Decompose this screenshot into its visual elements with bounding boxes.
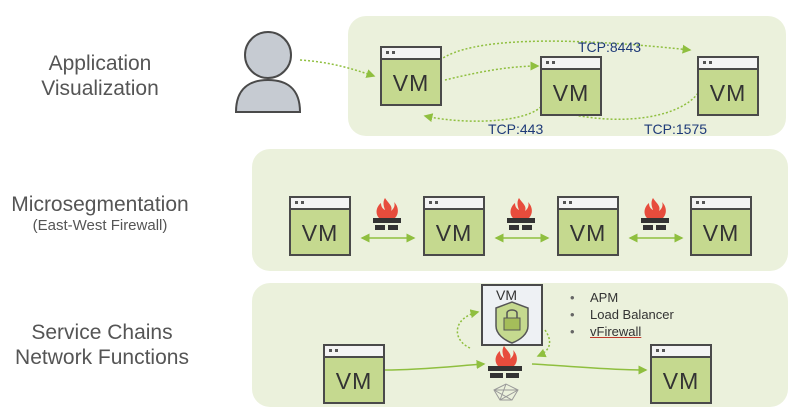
- firewall-icon: [641, 198, 669, 230]
- vm-app-1[interactable]: VM: [380, 46, 442, 106]
- vm1-to-vm2-arrow: [444, 61, 540, 81]
- vm1-to-vm3-arrow: [439, 40, 692, 61]
- vm-label: VM: [662, 368, 700, 394]
- vm-micro-1[interactable]: VM: [289, 196, 351, 256]
- vm-label: VM: [552, 80, 590, 106]
- firewall-icon: [507, 198, 535, 230]
- shield-lock-icon: [481, 284, 543, 346]
- tcp-label-8443: TCP:8443: [578, 39, 642, 55]
- vm-appliance-label: VM: [496, 287, 517, 303]
- vm-app-3[interactable]: VM: [697, 56, 759, 116]
- firewall-icon: [373, 198, 401, 230]
- svc-loop-up-arrow: [456, 309, 480, 349]
- vm2-to-vm1-arrow: [423, 99, 546, 123]
- service-item-vfirewall: •vFirewall: [570, 324, 642, 339]
- vm-micro-4[interactable]: VM: [690, 196, 752, 256]
- network-icon: [493, 383, 519, 401]
- vm-micro-3[interactable]: VM: [557, 196, 619, 256]
- user-to-vm-arrow: [299, 59, 376, 78]
- vm-label: VM: [335, 368, 373, 394]
- vm-micro-2[interactable]: VM: [423, 196, 485, 256]
- vm-svc-dest[interactable]: VM: [650, 344, 712, 404]
- vm-label: VM: [709, 80, 747, 106]
- tcp-label-1575: TCP:1575: [644, 121, 708, 137]
- vm-label: VM: [392, 70, 430, 96]
- vm3-to-vm2-arrow: [546, 89, 701, 120]
- service-item-apm: •APM: [570, 290, 619, 305]
- firewall-icon: [488, 346, 522, 378]
- label-service-chains: Service Chains Network Functions: [15, 321, 189, 370]
- service-list: •APM •Load Balancer •vFirewall: [570, 290, 674, 341]
- vm-app-2[interactable]: VM: [540, 56, 602, 116]
- service-item-load-balancer: •Load Balancer: [570, 307, 674, 322]
- vm-label: VM: [435, 220, 473, 246]
- label-application-visualization: Application Visualization: [41, 52, 159, 101]
- svc-in-arrow: [384, 360, 486, 371]
- vm-label: VM: [702, 220, 740, 246]
- vm-label: VM: [569, 220, 607, 246]
- tcp-label-443: TCP:443: [488, 121, 544, 137]
- vm-label: VM: [301, 220, 339, 246]
- user-icon: [234, 31, 302, 113]
- vm-svc-source[interactable]: VM: [323, 344, 385, 404]
- svc-loop-down-arrow: [536, 329, 551, 358]
- label-microsegmentation: Microsegmentation (East-West Firewall): [11, 193, 189, 235]
- svc-out-arrow: [531, 363, 648, 375]
